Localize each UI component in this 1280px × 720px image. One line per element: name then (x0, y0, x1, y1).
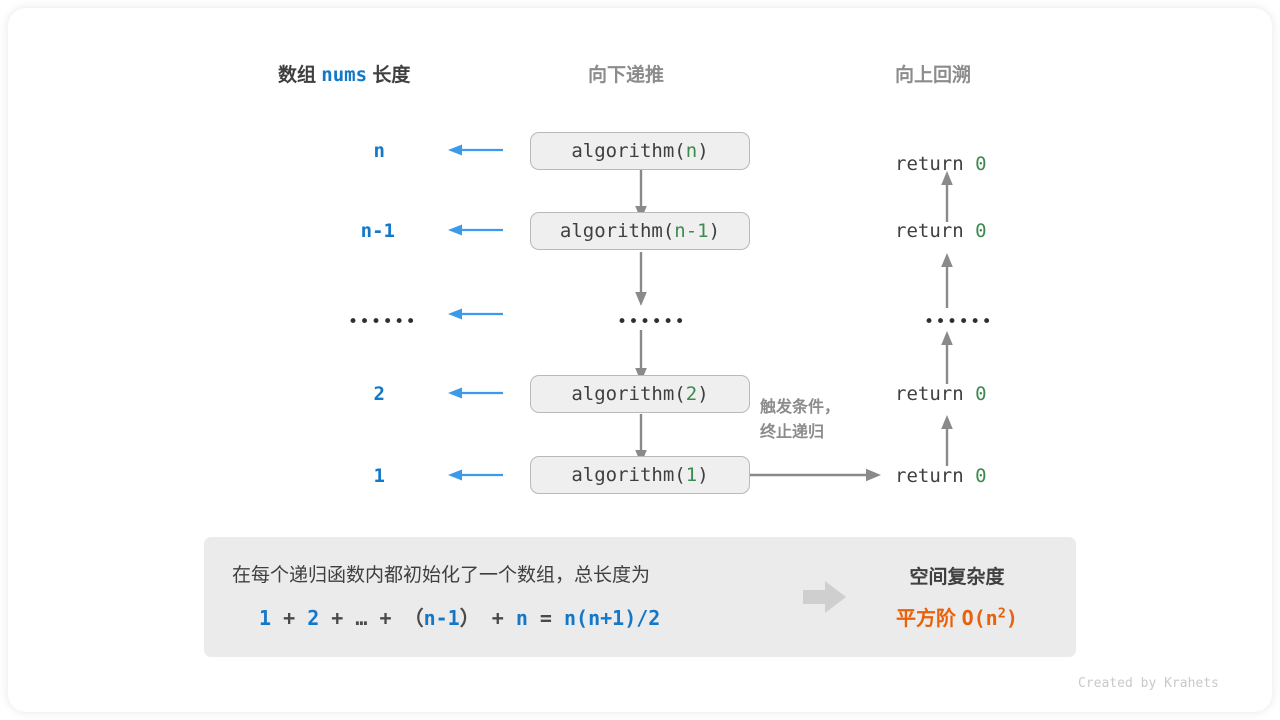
call-box-row-4: algorithm(2) (530, 375, 750, 413)
bigo-exponent: 2 (997, 605, 1006, 622)
return-keyword-row-1: return (895, 153, 964, 175)
call-suffix-row-4: ) (697, 383, 709, 405)
call-arg-row-1: n (685, 140, 698, 162)
complexity-order: 平方阶 (896, 608, 957, 630)
return-row-5: return 0 (895, 465, 987, 487)
summary-text: 在每个递归函数内都初始化了一个数组，总长度为 (232, 565, 651, 586)
complexity-label: 空间复杂度 (909, 567, 1005, 588)
formula-equals: = (539, 606, 552, 630)
formula-op-2: + (331, 606, 344, 630)
return-ellipsis-row-3: •••••• (924, 312, 994, 332)
length-ellipsis-row-3: •••••• (348, 312, 418, 332)
call-prefix-row-2: algorithm( (559, 220, 675, 242)
column-header-array-length: 数组 nums 长度 (278, 60, 410, 87)
call-arg-row-4: 2 (685, 383, 698, 405)
call-box-row-1: algorithm(n) (530, 132, 750, 170)
header-left-prefix: 数组 (278, 65, 317, 86)
formula-paren-left: （ (403, 606, 424, 630)
header-left-suffix: 长度 (372, 65, 411, 86)
call-suffix-row-5: ) (697, 464, 709, 486)
call-suffix-row-2: ) (708, 220, 721, 242)
return-keyword-row-5: return (895, 465, 964, 487)
return-row-1: return 0 (895, 153, 987, 175)
complexity-bigo: O(n2) (961, 605, 1018, 630)
length-value-row-1: n (373, 140, 385, 162)
ascend-arrow-4 (941, 415, 953, 466)
assign-arrow-row-4 (448, 387, 503, 399)
formula-term-5: n (515, 606, 528, 630)
call-prefix-row-5: algorithm( (571, 464, 686, 486)
ascend-arrow-1 (941, 171, 953, 222)
assign-arrow-row-1 (448, 144, 503, 156)
call-prefix-row-4: algorithm( (571, 383, 686, 405)
return-row-4: return 0 (895, 383, 987, 405)
return-keyword-row-2: return (895, 220, 964, 242)
header-left-code: nums (321, 64, 368, 86)
formula-ellipsis: … (355, 606, 368, 630)
termination-note-line1: 触发条件， (760, 399, 841, 416)
return-row-2: return 0 (895, 220, 987, 242)
formula-paren-right: ） (459, 606, 480, 630)
credit-text: Created by Krahets (1078, 676, 1219, 691)
length-value-row-5: 1 (373, 465, 385, 487)
bigo-prefix: O(n (961, 606, 998, 630)
summary-panel (204, 537, 1076, 657)
formula-result: n(n+1)/2 (564, 606, 661, 630)
implies-arrow-icon (803, 581, 846, 613)
complexity-value: 平方阶 O(n2) (868, 602, 1046, 631)
formula-op-3: + (379, 606, 392, 630)
call-suffix-row-1: ) (697, 140, 709, 162)
base-case-return-arrow (750, 468, 881, 482)
call-prefix-row-1: algorithm( (571, 140, 686, 162)
return-value-row-5: 0 (975, 465, 987, 487)
length-value-row-4: 2 (373, 383, 385, 405)
call-box-row-5: algorithm(1) (530, 456, 750, 494)
assign-arrow-row-3 (448, 308, 503, 320)
call-ellipsis-row-3: •••••• (617, 312, 687, 332)
return-value-row-2: 0 (975, 220, 987, 242)
ascend-arrow-3 (941, 331, 953, 384)
return-value-row-4: 0 (975, 383, 987, 405)
termination-note: 触发条件， 终止递归 (760, 396, 840, 446)
call-arg-row-5: 1 (685, 464, 698, 486)
column-header-ascend: 向上回溯 (895, 65, 972, 86)
bigo-suffix: ) (1005, 606, 1018, 630)
return-value-row-1: 0 (975, 153, 987, 175)
formula-term-4: n-1 (423, 606, 460, 630)
formula-op-1: + (283, 606, 296, 630)
column-header-descend: 向下递推 (588, 65, 665, 86)
formula-term-1: 1 (259, 606, 272, 630)
descend-arrow-2 (635, 252, 647, 306)
summary-formula: 1 + 2 + … + （n-1） + n = n(n+1)/2 (259, 602, 660, 631)
ascend-arrow-2 (941, 253, 953, 308)
formula-op-4: + (491, 606, 504, 630)
call-arg-row-2: n-1 (674, 220, 709, 242)
termination-note-line2: 终止递归 (760, 423, 825, 441)
formula-term-2: 2 (307, 606, 320, 630)
assign-arrow-row-5 (448, 469, 503, 481)
assign-arrow-row-2 (448, 224, 503, 236)
call-box-row-2: algorithm(n-1) (530, 212, 750, 250)
return-keyword-row-4: return (895, 383, 964, 405)
length-value-row-2: n-1 (360, 220, 395, 242)
